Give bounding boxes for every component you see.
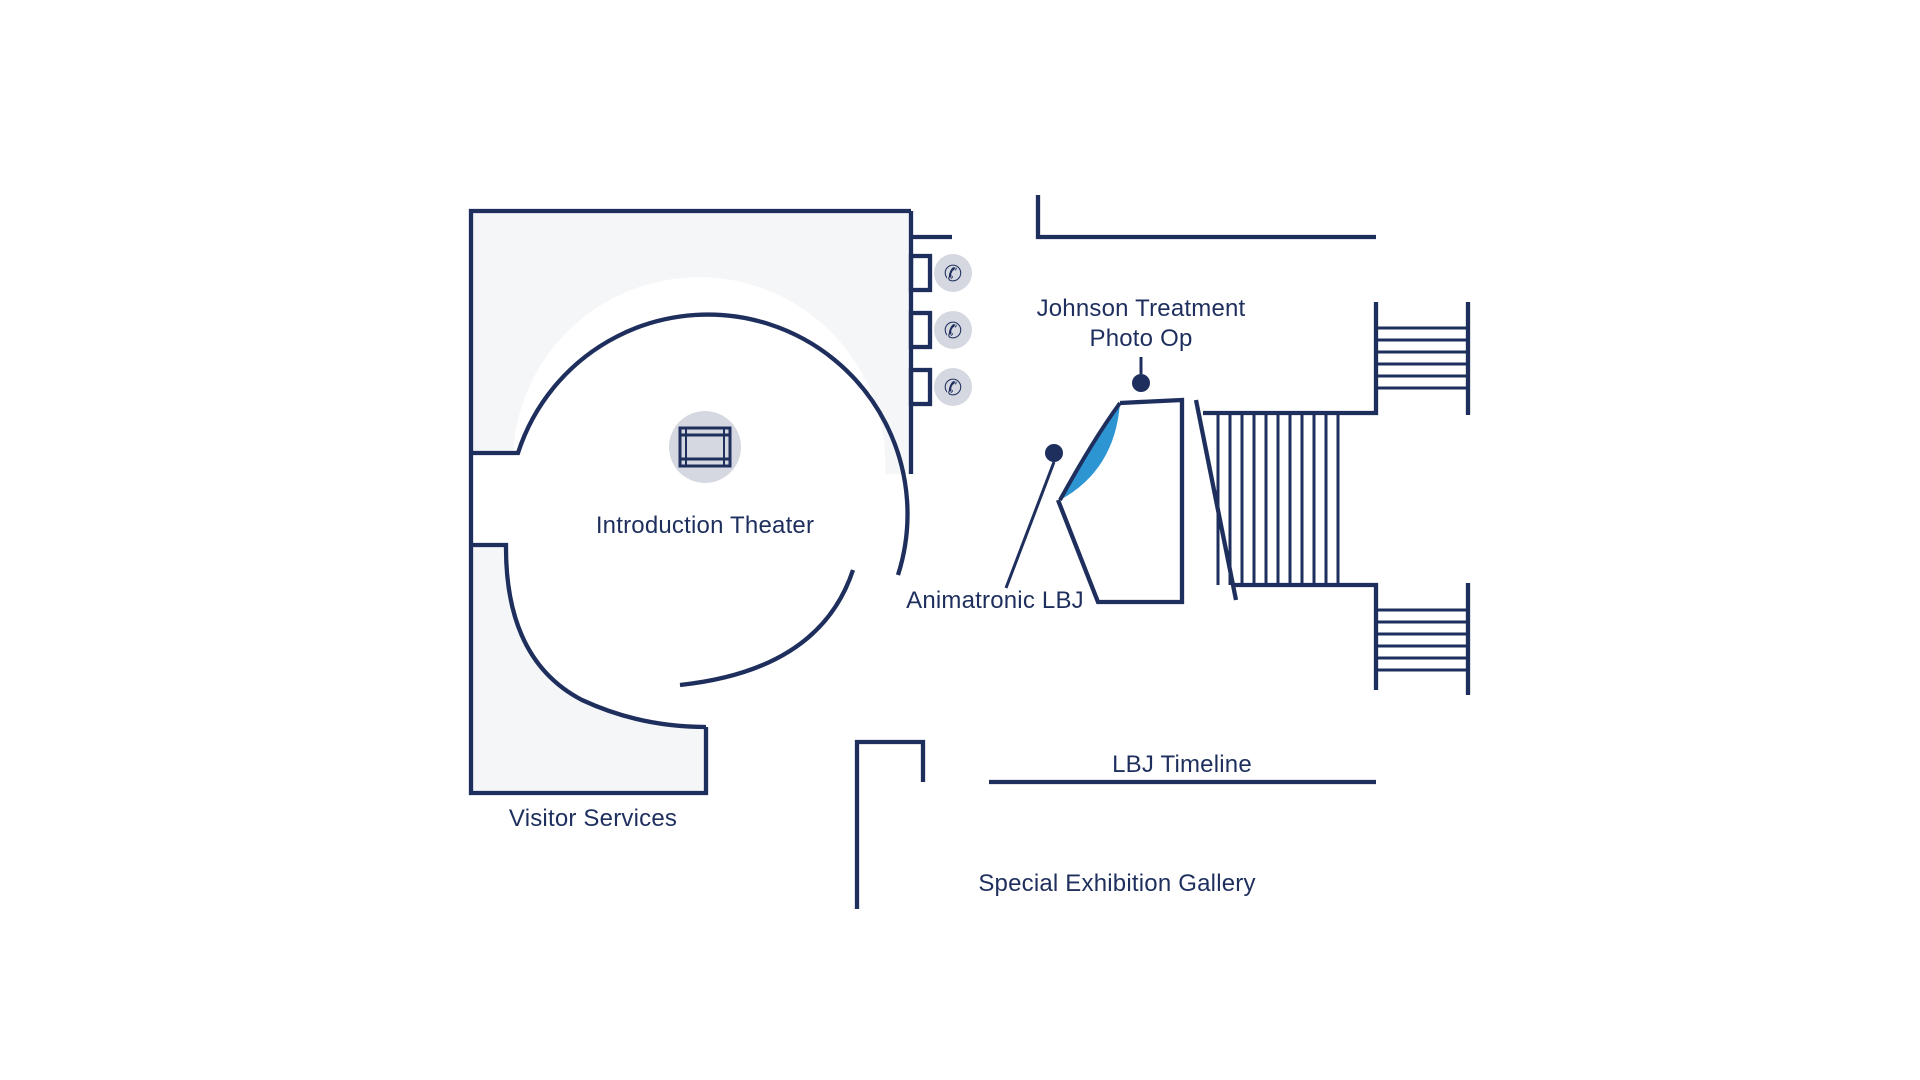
animatronic-leader	[1004, 461, 1056, 589]
phone-booths	[908, 253, 933, 407]
visitor-services-label: Visitor Services	[509, 805, 677, 832]
upper-wall	[1035, 195, 1376, 240]
theater-wall-lower	[471, 542, 707, 730]
lower-step-treads	[1376, 608, 1468, 672]
johnson-treatment-label-line2: Photo Op	[1089, 325, 1192, 352]
introduction-theater	[471, 312, 910, 730]
johnson-treatment-label-line1: Johnson Treatment	[1037, 295, 1246, 322]
introduction-theater-label: Introduction Theater	[596, 512, 814, 539]
phone-icon: ✆	[934, 311, 972, 349]
photo-op-wall	[1055, 397, 1185, 605]
phone-booth-1	[908, 253, 933, 293]
theater-wall-inner	[679, 569, 856, 688]
lbj-timeline-label: LBJ Timeline	[1112, 751, 1252, 778]
phone-booth-3	[908, 367, 933, 407]
upper-step-treads	[1376, 326, 1468, 390]
stair-treads	[1216, 413, 1340, 585]
svg-text:✆: ✆	[944, 319, 962, 344]
photo-op-platform	[1055, 397, 1185, 605]
visitor-services-wall	[468, 208, 911, 796]
phone-booth-2	[908, 310, 933, 350]
svg-text:✆: ✆	[944, 262, 962, 287]
stair-lower-wall	[1232, 582, 1379, 690]
gallery-entry-wall	[854, 739, 926, 909]
visitor-services-fill-top	[471, 211, 911, 474]
animatronic-lbj-label: Animatronic LBJ	[906, 587, 1084, 614]
phone-icon: ✆	[934, 368, 972, 406]
special-exhibition-gallery-label: Special Exhibition Gallery	[978, 870, 1255, 897]
animatronic-marker	[1045, 444, 1063, 462]
svg-text:✆: ✆	[944, 376, 962, 401]
film-icon	[669, 411, 741, 483]
theater-wall-upper	[471, 312, 910, 576]
photo-op-bench-edge	[1058, 401, 1122, 501]
phone-icon: ✆	[934, 254, 972, 292]
visitor-services-area	[468, 208, 952, 796]
visitor-services-fill-bottom	[471, 545, 706, 793]
staircase	[1193, 302, 1471, 695]
johnson-treatment-marker	[1132, 374, 1150, 392]
